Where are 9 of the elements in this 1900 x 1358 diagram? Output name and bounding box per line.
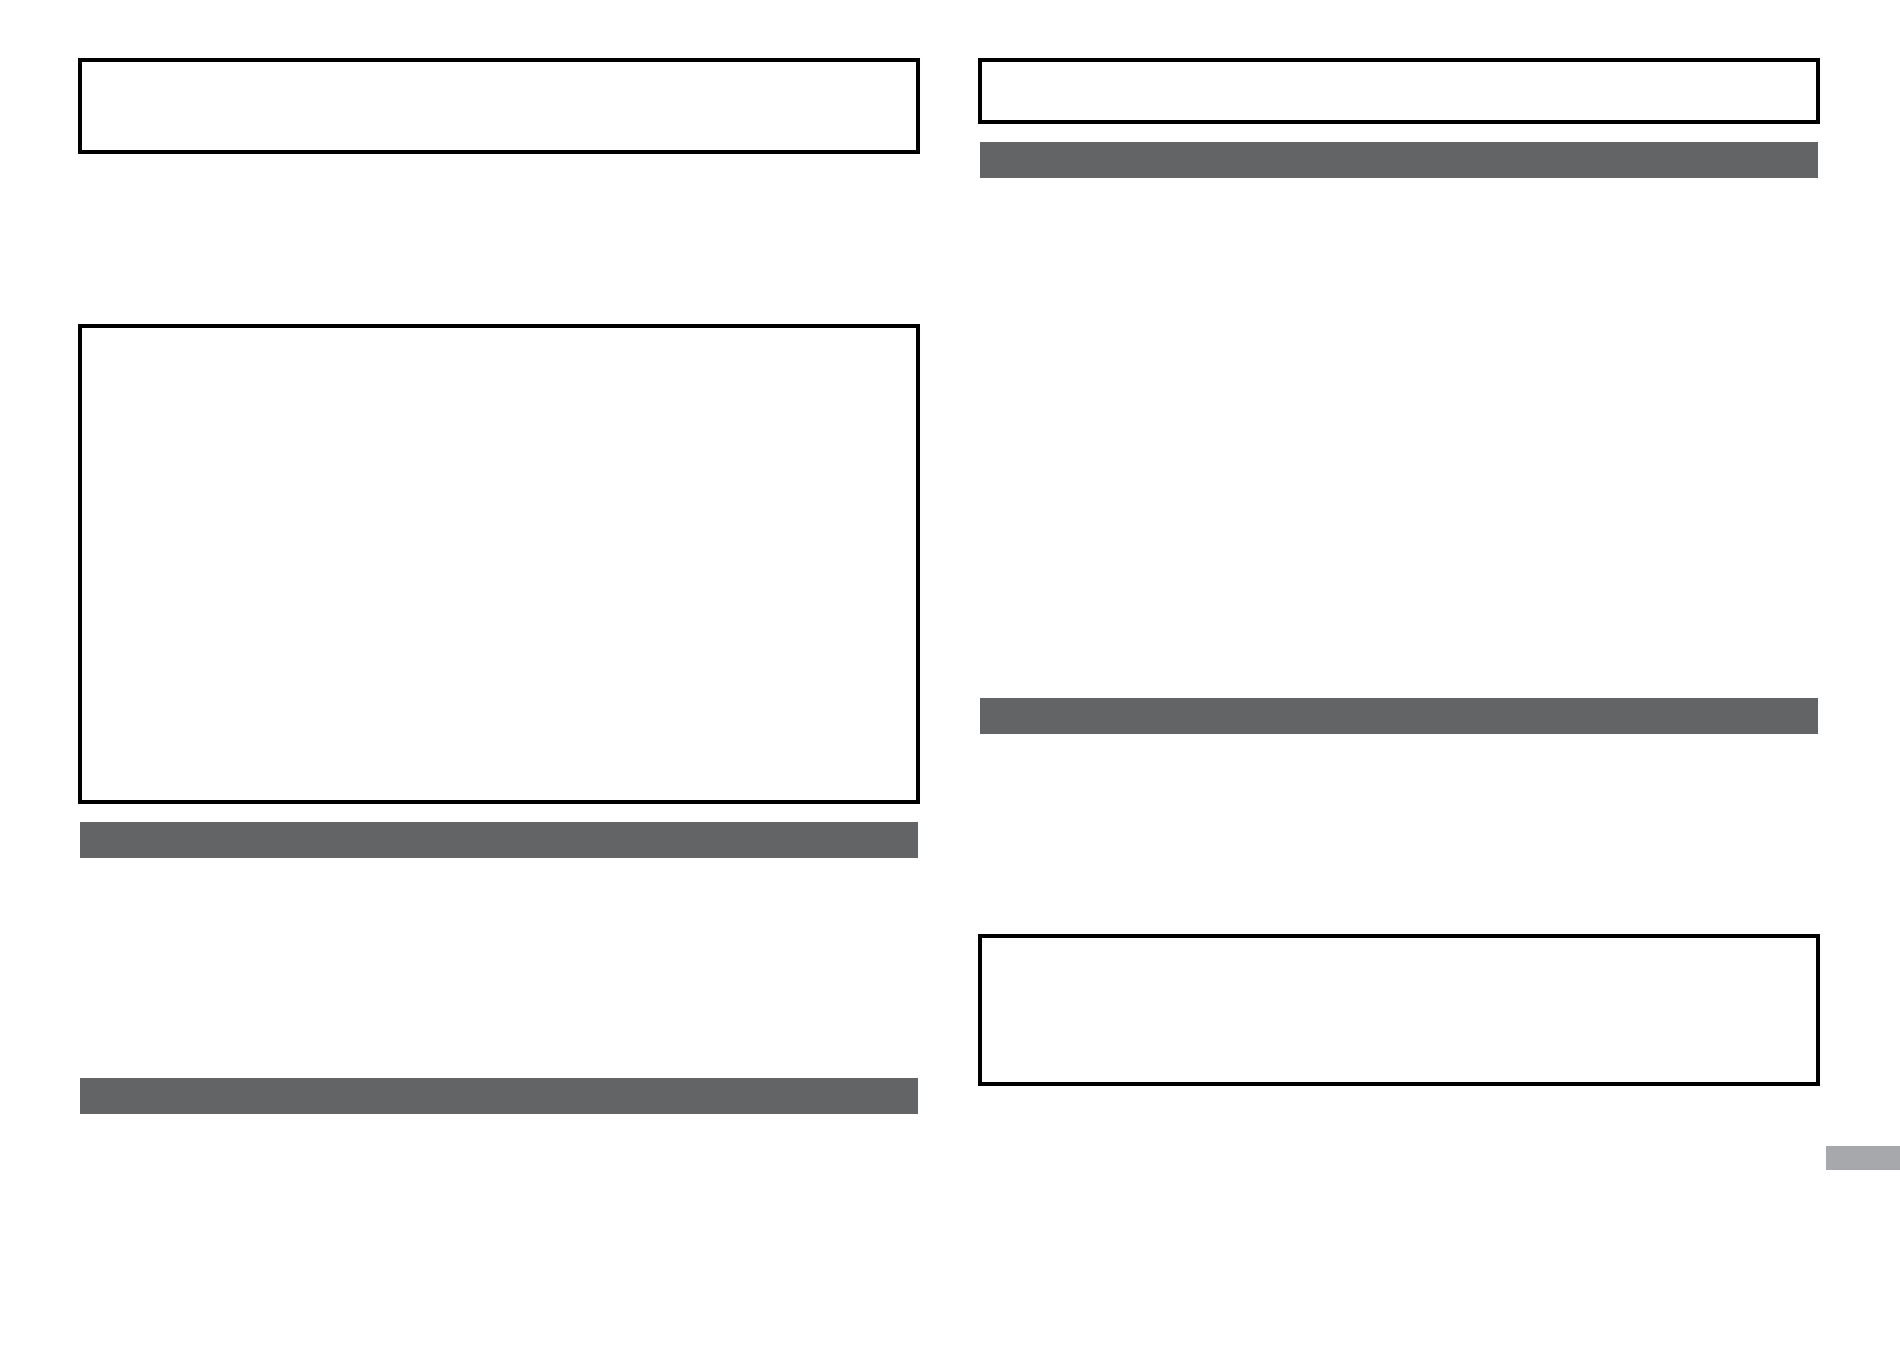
bordered-box: [978, 58, 1820, 124]
bordered-box: [978, 934, 1820, 1086]
bordered-box: [78, 324, 920, 804]
header-bar: [980, 698, 1818, 734]
bordered-box: [78, 58, 920, 154]
header-bar: [980, 142, 1818, 178]
header-bar: [80, 1078, 918, 1114]
side-tab: [1826, 1146, 1900, 1170]
header-bar: [80, 822, 918, 858]
